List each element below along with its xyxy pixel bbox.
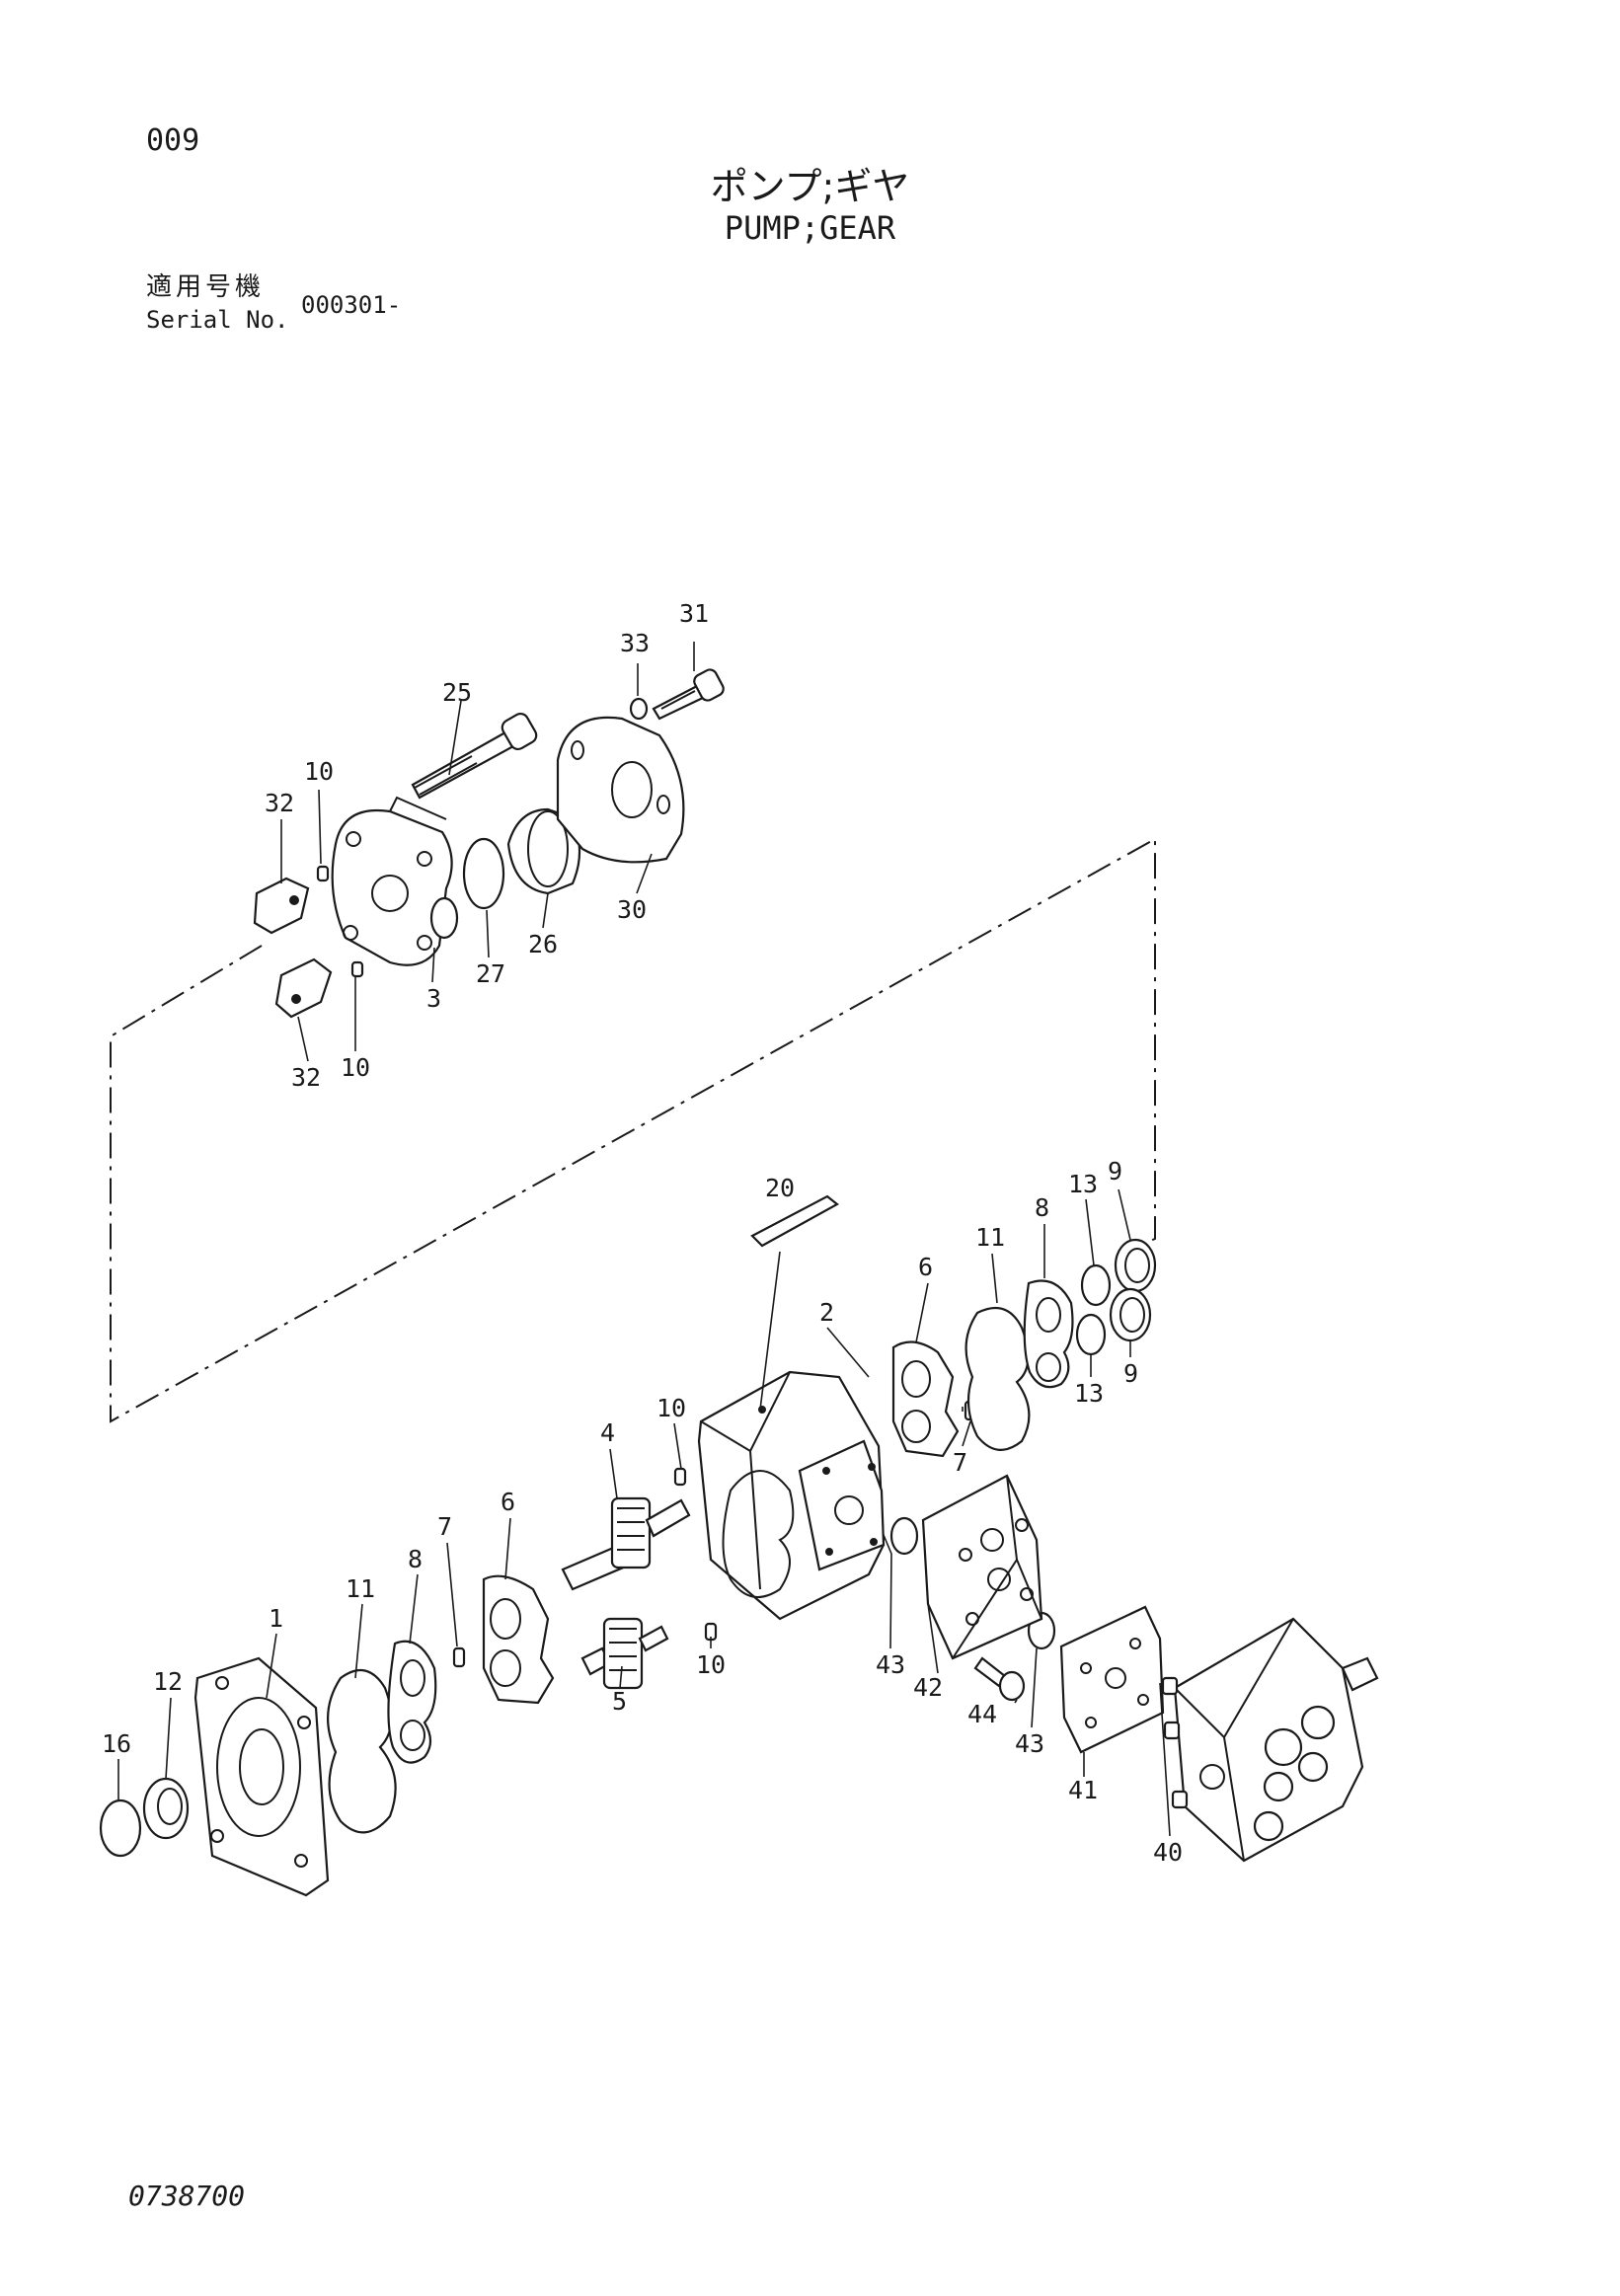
callout-42: 42 bbox=[913, 1673, 943, 1702]
callout-7-left: 7 bbox=[437, 1512, 452, 1541]
part-13-ring-lower bbox=[1075, 1313, 1107, 1356]
part-3-cover-plate bbox=[331, 796, 459, 966]
document-number: 0738700 bbox=[128, 2180, 246, 2212]
part-31-bolt bbox=[652, 668, 725, 721]
callout-41: 41 bbox=[1068, 1776, 1098, 1804]
part-2-gear-housing bbox=[697, 1370, 886, 1621]
part-30-flange bbox=[556, 716, 685, 864]
callout-10-upper-b: 10 bbox=[341, 1053, 370, 1082]
callout-9-lower: 9 bbox=[1123, 1359, 1138, 1388]
part-1-mounting-flange bbox=[193, 1656, 330, 1897]
callout-43-right: 43 bbox=[1015, 1729, 1044, 1758]
part-9-seal-upper bbox=[1114, 1238, 1157, 1293]
part-32-block-lower bbox=[274, 957, 333, 1019]
callout-5: 5 bbox=[612, 1687, 627, 1716]
part-6-bushing-block-left bbox=[482, 1574, 555, 1705]
callout-20: 20 bbox=[765, 1174, 795, 1202]
callout-13-upper: 13 bbox=[1068, 1170, 1098, 1198]
serial-label-english: Serial No. bbox=[146, 306, 289, 334]
callout-32-lower: 32 bbox=[291, 1063, 321, 1092]
part-42-plate bbox=[921, 1474, 1043, 1660]
callout-26: 26 bbox=[528, 930, 558, 958]
part-11-gasket-left bbox=[327, 1668, 397, 1834]
callout-43-left: 43 bbox=[876, 1650, 905, 1679]
part-43-o-ring-left bbox=[889, 1516, 919, 1556]
callout-25: 25 bbox=[442, 678, 472, 707]
part-25-long-bolt bbox=[411, 712, 538, 800]
callout-32-upper: 32 bbox=[265, 789, 294, 817]
part-44-socket-bolt bbox=[973, 1656, 1026, 1702]
part-8-plate-left bbox=[387, 1640, 437, 1764]
part-26-bushing bbox=[506, 807, 581, 895]
callout-6-left: 6 bbox=[501, 1488, 515, 1516]
callout-9-upper: 9 bbox=[1108, 1157, 1122, 1186]
part-12-seal bbox=[142, 1777, 190, 1840]
callout-10-lower-a: 10 bbox=[656, 1394, 686, 1422]
part-8-plate-right bbox=[1023, 1279, 1074, 1389]
title-english: PUMP;GEAR bbox=[724, 209, 896, 247]
callout-44: 44 bbox=[967, 1700, 997, 1728]
part-33-washer bbox=[629, 697, 649, 721]
part-10-pin-upper-b bbox=[350, 960, 364, 978]
callout-12: 12 bbox=[153, 1667, 183, 1696]
part-7-dowel-left bbox=[452, 1646, 466, 1668]
callout-40: 40 bbox=[1153, 1838, 1183, 1867]
part-6-bushing-block-right bbox=[891, 1340, 960, 1458]
callout-11-left: 11 bbox=[346, 1574, 375, 1603]
part-4-drive-gear bbox=[561, 1496, 691, 1591]
callout-7-right: 7 bbox=[953, 1448, 967, 1477]
part-13-ring-upper bbox=[1080, 1263, 1112, 1307]
callout-11-right: 11 bbox=[975, 1223, 1005, 1252]
callout-2: 2 bbox=[819, 1298, 834, 1327]
serial-label-japanese: 適用号機 bbox=[146, 272, 266, 302]
callout-30: 30 bbox=[617, 895, 647, 924]
serial-number-value: 000301- bbox=[301, 291, 402, 319]
part-10-pin-upper-a bbox=[316, 865, 330, 882]
part-9-seal-lower bbox=[1109, 1287, 1152, 1342]
callout-8-left: 8 bbox=[408, 1545, 423, 1573]
callout-4: 4 bbox=[600, 1418, 615, 1447]
part-16-snap-ring bbox=[99, 1799, 142, 1858]
part-40-valve-block bbox=[1161, 1617, 1379, 1863]
callout-3: 3 bbox=[426, 984, 441, 1013]
callout-13-lower: 13 bbox=[1074, 1379, 1104, 1408]
callout-6-right: 6 bbox=[918, 1253, 933, 1281]
callout-33: 33 bbox=[620, 629, 650, 657]
callout-27: 27 bbox=[476, 959, 505, 988]
part-10-pin-lower-a bbox=[673, 1467, 687, 1487]
assembly-dash-line bbox=[110, 837, 1156, 1423]
title-japanese: ポンプ;ギヤ bbox=[710, 165, 910, 208]
part-5-driven-gear bbox=[580, 1617, 669, 1690]
callout-1: 1 bbox=[269, 1604, 283, 1633]
part-41-plate bbox=[1059, 1605, 1165, 1754]
callout-10-lower-b: 10 bbox=[696, 1650, 726, 1679]
callout-10-upper-a: 10 bbox=[304, 757, 334, 786]
part-27-o-ring bbox=[462, 837, 505, 910]
callout-16: 16 bbox=[102, 1729, 131, 1758]
leader-lines bbox=[117, 642, 1171, 1837]
page-number: 009 bbox=[146, 123, 200, 158]
callout-8-right: 8 bbox=[1035, 1193, 1049, 1222]
part-32-block-upper bbox=[253, 877, 310, 935]
part-20-name-plate bbox=[750, 1194, 839, 1248]
part-11-gasket-right bbox=[964, 1306, 1031, 1451]
callout-31: 31 bbox=[679, 599, 709, 628]
callout-numbers: 31 33 25 10 32 30 26 27 3 10 32 20 9 13 … bbox=[102, 599, 1183, 1867]
